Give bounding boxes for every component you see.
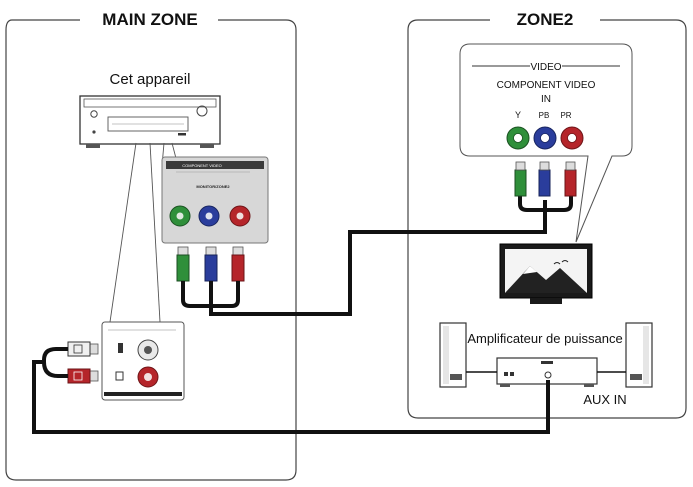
audio-callout-line [109,142,137,323]
tv-component-callout: VIDEO COMPONENT VIDEO IN Y PB PR [459,43,633,243]
right-speaker [625,322,653,388]
jack-label-pb: PB [539,111,550,120]
component-panel-sub: MONITOR/ZONE2 [196,184,230,189]
jack-label-y: Y [515,110,521,120]
component-output-panel: COMPONENT VIDEO MONITOR/ZONE2 [161,156,269,244]
component-cable [176,161,577,316]
main-zone-frame [5,19,297,481]
aux-in-label: AUX IN [583,392,626,407]
callout-label-line1: COMPONENT VIDEO [497,80,596,91]
amp-label: Amplificateur de puissance [467,331,622,346]
device-label: Cet appareil [110,71,191,88]
callout-label-line2: IN [541,94,551,105]
power-amplifier [496,357,598,387]
tv-monitor [499,243,593,304]
av-receiver [79,95,221,148]
jack-label-pr: PR [560,111,571,120]
audio-callout-line-2 [149,142,161,323]
zone2-title: ZONE2 [517,10,574,29]
main-zone-title: MAIN ZONE [102,10,197,29]
component-panel-header: COMPONENT VIDEO [182,163,222,168]
left-speaker [439,322,467,388]
audio-cable [32,341,550,434]
audio-output-panel [101,321,185,401]
callout-section-label: VIDEO [530,62,561,73]
